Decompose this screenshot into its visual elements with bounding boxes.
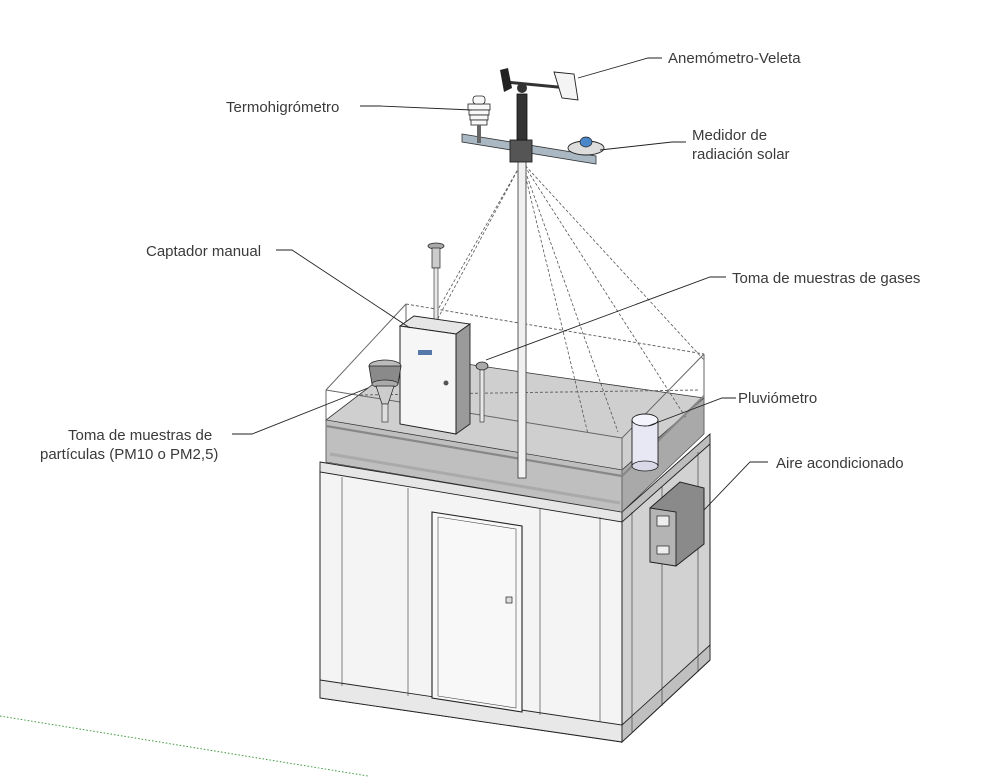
label-gas-sampling: Toma de muestras de gases <box>732 270 920 287</box>
sensor-crossarm <box>461 93 597 165</box>
mast <box>517 159 527 479</box>
label-solar-radiation-line2: radiación solar <box>692 146 790 163</box>
particle-sampler-head-icon <box>368 359 402 423</box>
cabin-door <box>431 511 523 713</box>
label-anemometer-vane: Anemómetro-Veleta <box>668 50 801 67</box>
air-conditioner-unit <box>649 481 705 567</box>
label-particles-line2: partículas (PM10 o PM2,5) <box>40 446 218 463</box>
label-manual-sampler: Captador manual <box>146 243 261 260</box>
rain-gauge-icon <box>631 413 659 472</box>
roof-railing <box>325 303 705 512</box>
anemometer-vane-icon <box>500 68 579 101</box>
label-thermohygrometer: Termohigrómetro <box>226 99 339 116</box>
door-handle <box>505 596 513 604</box>
manual-sampler-cabinet <box>398 315 472 435</box>
label-solar-radiation-line1: Medidor de <box>692 127 767 144</box>
label-particles-line1: Toma de muestras de <box>68 427 212 444</box>
ground-line <box>0 715 369 777</box>
container-cabin <box>319 432 711 744</box>
solar-radiation-sensor-icon <box>567 136 605 156</box>
gas-sampling-inlet-icon <box>475 361 489 423</box>
label-air-conditioning: Aire acondicionado <box>776 455 904 472</box>
thermohygrometer-icon <box>467 95 491 143</box>
manual-sampler-inlet <box>427 242 445 327</box>
label-rain-gauge: Pluviómetro <box>738 390 817 407</box>
leader-lines <box>232 57 768 511</box>
